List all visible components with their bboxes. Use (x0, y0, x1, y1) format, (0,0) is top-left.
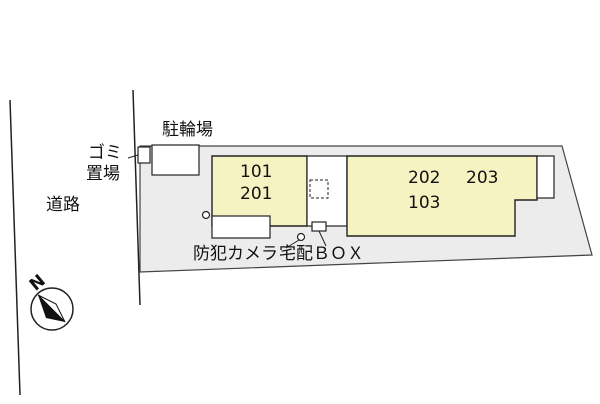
delivery-box-label: 宅配ＢＯＸ (279, 244, 364, 264)
garbage-leader (127, 154, 139, 159)
camera-marker-right (296, 232, 306, 242)
delivery-box-leader (318, 230, 327, 247)
road-edge-right (132, 89, 141, 306)
camera-marker-left (201, 210, 211, 220)
unit-203: 203 (466, 168, 499, 188)
delivery-box (311, 221, 327, 232)
unit-101: 101 (240, 162, 273, 182)
north-arrow-icon (30, 287, 74, 331)
building-left-annex (211, 215, 271, 239)
camera-label: 防犯カメラ (193, 244, 278, 264)
passage (306, 155, 348, 227)
road-label: 道路 (46, 195, 80, 215)
dashed-box (309, 179, 329, 199)
garbage-label-line2: 置場 (86, 164, 120, 184)
bicycle-parking-area (151, 144, 200, 176)
unit-202: 202 (408, 168, 441, 188)
unit-103: 103 (408, 193, 441, 213)
bicycle-parking-label: 駐輪場 (162, 120, 213, 140)
building-right (346, 155, 538, 237)
camera-leader (285, 239, 300, 249)
building-right-annex (536, 155, 555, 199)
garbage-area (137, 146, 151, 164)
unit-201: 201 (240, 184, 273, 204)
garbage-label-line1: ゴミ (88, 143, 122, 163)
road-edge-left (9, 99, 21, 396)
